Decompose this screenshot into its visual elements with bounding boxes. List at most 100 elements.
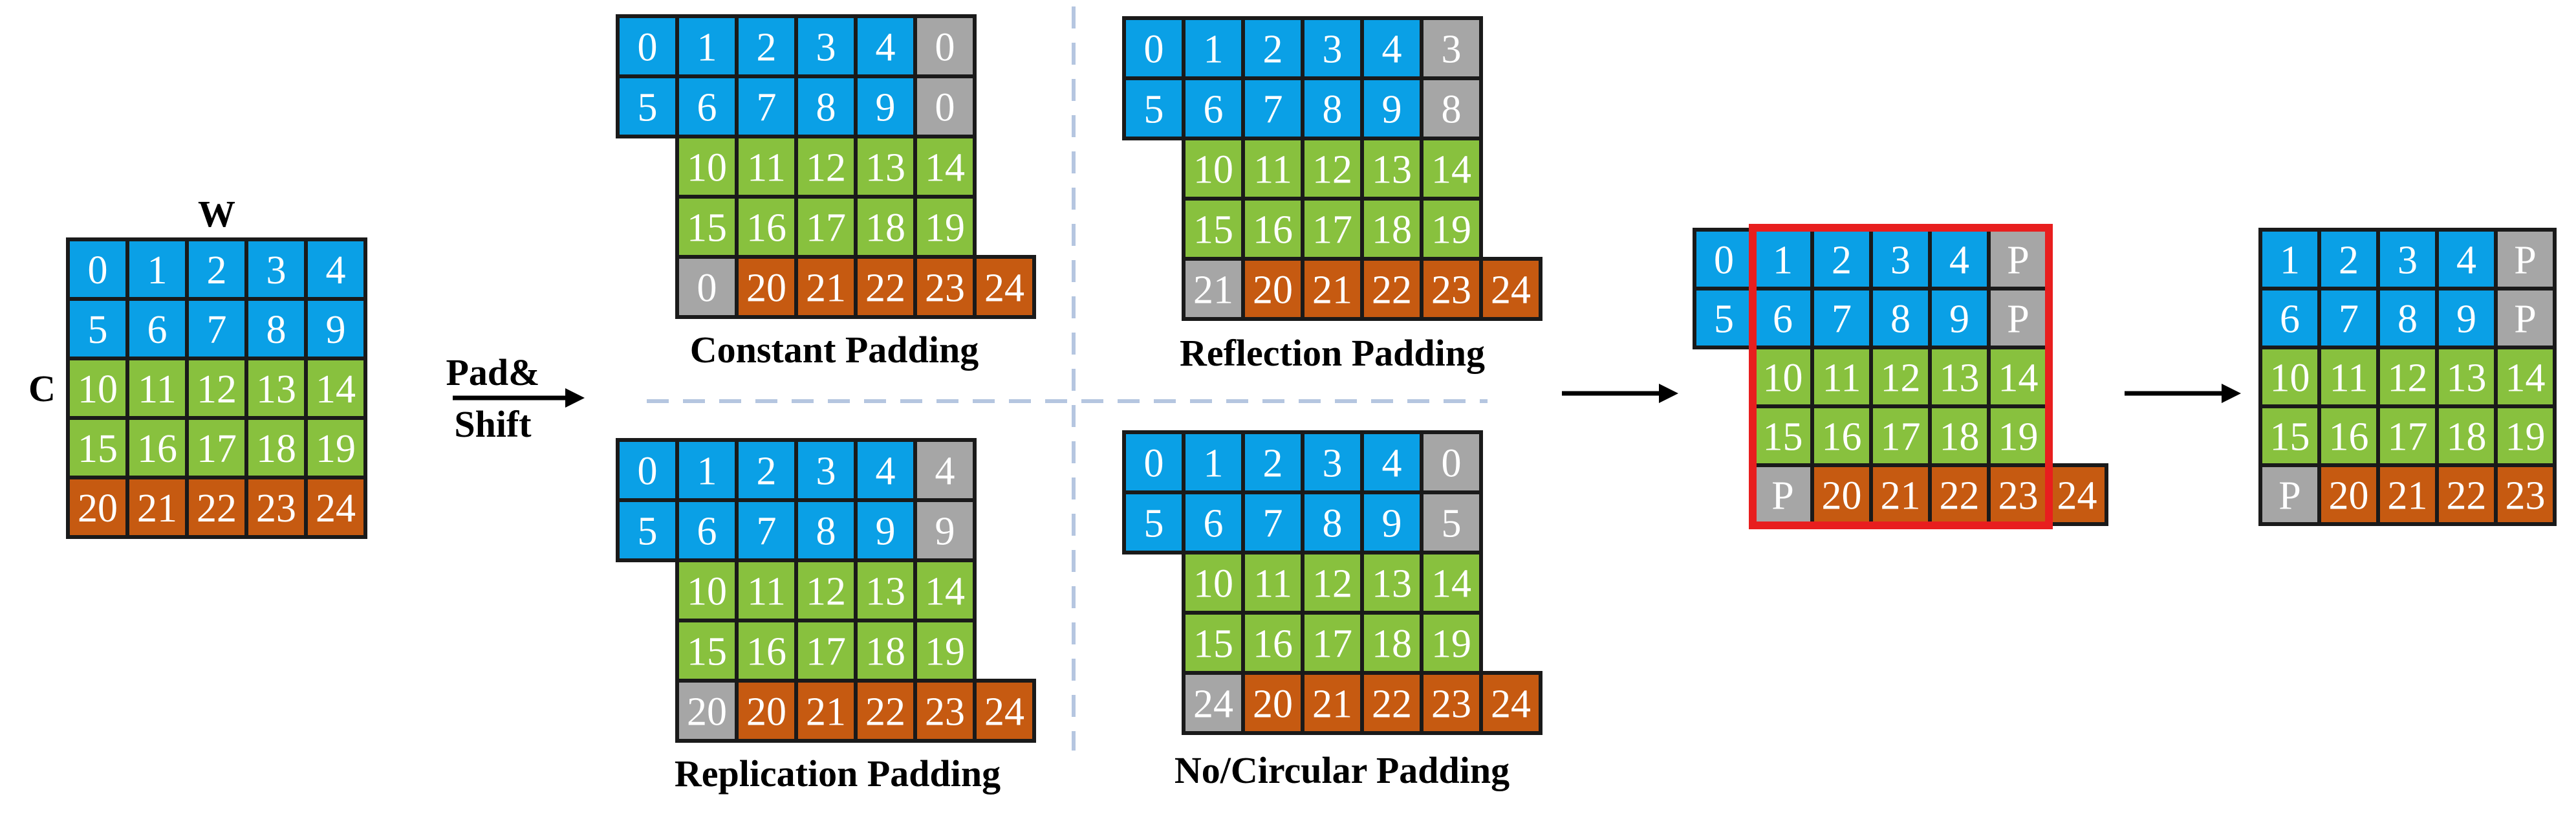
cell-label-generic-0-0: 0 [1714, 239, 1734, 283]
cell-label-output-4-2: 21 [2388, 474, 2428, 518]
cell-label-replication-1-0: 5 [638, 510, 658, 554]
cell-label-circular-2-0: 10 [1193, 562, 1233, 606]
cell-label-replication-3-0: 15 [687, 630, 727, 674]
cell-circular-1-4 [1360, 490, 1423, 554]
cell-label-reflection-1-0: 5 [1144, 88, 1164, 132]
cell-label-reflection-4-1: 20 [1253, 269, 1293, 313]
cell-label-reflection-0-2: 2 [1263, 28, 1283, 72]
cell-reflection-2-3 [1360, 137, 1423, 201]
arrow-to-output [2125, 384, 2241, 403]
cell-label-constant-1-4: 9 [876, 86, 896, 130]
cell-constant-0-1 [675, 14, 739, 78]
cell-label-reflection-0-5: 3 [1442, 28, 1462, 72]
cell-label-input-2-1: 11 [138, 368, 177, 412]
cell-label-constant-4-5: 24 [984, 267, 1024, 311]
cell-label-reflection-1-1: 6 [1204, 88, 1224, 132]
width-label: W [198, 193, 235, 235]
cell-label-generic-3-4: 19 [1998, 415, 2039, 459]
cell-label-output-3-4: 19 [2506, 415, 2546, 459]
cell-label-reflection-3-0: 15 [1193, 208, 1233, 252]
cell-generic-1-0 [1693, 287, 1755, 349]
cell-constant-4-3 [854, 255, 917, 319]
cell-label-circular-2-2: 12 [1312, 562, 1352, 606]
cell-label-replication-4-4: 23 [925, 690, 965, 734]
cell-label-constant-4-0: 0 [697, 267, 717, 311]
cell-label-output-3-3: 18 [2447, 415, 2487, 459]
cell-replication-4-5 [973, 679, 1036, 743]
cell-input-3-3 [244, 416, 308, 479]
cell-label-replication-1-2: 7 [757, 510, 777, 554]
cell-output-1-4 [2494, 287, 2557, 349]
cell-label-generic-1-5: P [2007, 298, 2029, 342]
arrow-to-generic [1562, 384, 1678, 403]
cell-label-constant-3-4: 19 [925, 206, 965, 250]
cell-output-0-1 [2317, 228, 2380, 291]
cell-label-generic-0-4: 4 [1949, 239, 1969, 283]
cell-label-generic-1-2: 7 [1832, 298, 1852, 342]
cell-replication-0-0 [616, 438, 679, 502]
cell-label-constant-4-2: 21 [806, 267, 846, 311]
cell-generic-4-3 [1928, 463, 1991, 526]
cell-label-replication-4-5: 24 [984, 690, 1024, 734]
cell-label-constant-0-0: 0 [638, 26, 658, 70]
cell-label-replication-4-1: 20 [746, 690, 786, 734]
cell-circular-1-5 [1420, 490, 1483, 554]
cell-label-output-0-0: 1 [2280, 239, 2300, 283]
cell-replication-2-4 [913, 558, 977, 622]
cell-label-circular-1-4: 9 [1382, 502, 1402, 546]
cell-label-input-4-3: 23 [256, 487, 296, 531]
cell-label-output-0-3: 4 [2456, 239, 2476, 283]
cell-label-output-3-2: 17 [2388, 415, 2428, 459]
cell-constant-0-5 [913, 14, 977, 78]
cell-label-input-3-1: 16 [137, 427, 177, 471]
cell-generic-4-0 [1751, 463, 1814, 526]
cell-label-generic-2-0: 10 [1763, 357, 1803, 401]
cell-label-replication-1-5: 9 [935, 510, 955, 554]
cell-label-circular-0-1: 1 [1204, 442, 1224, 486]
cell-label-replication-3-1: 16 [746, 630, 786, 674]
cell-label-output-0-1: 2 [2339, 239, 2359, 283]
cell-label-constant-4-1: 20 [746, 267, 786, 311]
cell-label-replication-2-0: 10 [687, 570, 727, 614]
cell-circular-2-4 [1420, 551, 1483, 615]
cell-label-input-2-0: 10 [78, 368, 118, 412]
cell-label-constant-1-5: 0 [935, 86, 955, 130]
cell-label-constant-3-0: 15 [687, 206, 727, 250]
cell-label-replication-1-4: 9 [876, 510, 896, 554]
cell-label-replication-2-4: 14 [925, 570, 965, 614]
cell-label-reflection-4-5: 24 [1491, 269, 1531, 313]
cell-label-reflection-2-3: 13 [1372, 148, 1412, 192]
cell-label-constant-1-1: 6 [697, 86, 717, 130]
cell-label-generic-1-3: 8 [1890, 298, 1910, 342]
cell-label-replication-0-4: 4 [876, 450, 896, 494]
cell-label-constant-2-4: 14 [925, 146, 965, 190]
cell-label-reflection-4-2: 21 [1312, 269, 1352, 313]
cell-label-output-1-1: 7 [2339, 298, 2359, 342]
replication-padding-label: Replication Padding [675, 752, 1001, 795]
cell-replication-1-3 [794, 498, 858, 562]
cell-replication-2-2 [794, 558, 858, 622]
cell-circular-0-5 [1420, 430, 1483, 494]
cell-input-3-0 [66, 416, 129, 479]
cell-label-generic-3-2: 17 [1881, 415, 1921, 459]
cell-reflection-3-1 [1241, 197, 1304, 261]
cell-label-input-3-4: 19 [316, 427, 356, 471]
cell-label-circular-0-4: 4 [1382, 442, 1402, 486]
cell-label-replication-2-2: 12 [806, 570, 846, 614]
cell-label-constant-1-0: 5 [638, 86, 658, 130]
cell-label-input-4-4: 24 [316, 487, 356, 531]
channel-label: C [28, 368, 56, 410]
cell-label-generic-0-1: 1 [1773, 239, 1793, 283]
cell-label-replication-3-4: 19 [925, 630, 965, 674]
cell-label-circular-2-4: 14 [1431, 562, 1471, 606]
cell-reflection-4-1 [1241, 257, 1304, 321]
cell-label-constant-2-0: 10 [687, 146, 727, 190]
constant-padding-label: Constant Padding [690, 329, 979, 371]
cell-label-reflection-2-4: 14 [1431, 148, 1471, 192]
cell-label-input-0-0: 0 [88, 248, 108, 292]
